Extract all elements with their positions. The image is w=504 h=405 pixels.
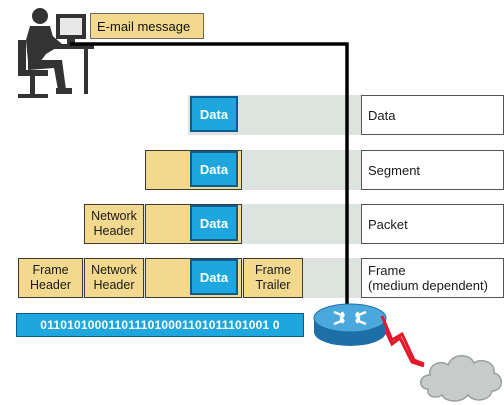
data-block: Data bbox=[190, 96, 238, 132]
email-message-label: E-mail message bbox=[90, 13, 204, 39]
pdu-label-packet: Packet bbox=[361, 204, 504, 244]
frame-header: Frame Header bbox=[18, 258, 83, 298]
cloud-icon bbox=[420, 355, 502, 402]
frame-trailer: Frame Trailer bbox=[243, 258, 303, 298]
person-at-computer-icon bbox=[18, 8, 94, 98]
data-block: Data bbox=[190, 259, 238, 295]
data-block: Data bbox=[190, 205, 238, 241]
bits-stream: 0110101000110111010001101011101001 0 bbox=[16, 313, 304, 337]
pdu-label-segment: Segment bbox=[361, 150, 504, 190]
pdu-label-frame: Frame (medium dependent) bbox=[361, 258, 504, 298]
data-block: Data bbox=[190, 151, 238, 187]
network-header: Network Header bbox=[84, 258, 144, 298]
router-icon bbox=[313, 303, 387, 346]
network-header: Network Header bbox=[84, 204, 144, 244]
pdu-label-data: Data bbox=[361, 95, 504, 135]
